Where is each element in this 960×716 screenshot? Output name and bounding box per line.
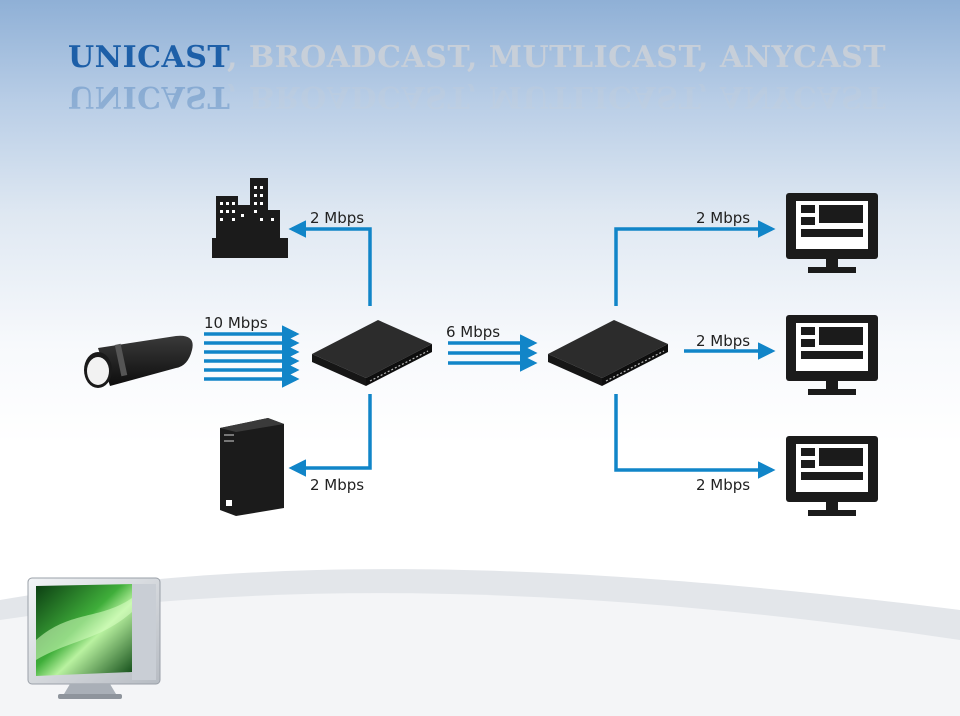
path-to-server bbox=[288, 394, 372, 477]
trunk-rate-label: 6 Mbps bbox=[446, 323, 500, 341]
slide-title: UNICAST, BROADCAST, MUTLICAST, ANYCAST bbox=[68, 40, 886, 75]
connection-lines bbox=[204, 220, 776, 479]
building-rate-label: 2 Mbps bbox=[310, 209, 364, 227]
monitor-icon bbox=[786, 193, 878, 273]
path-to-monitor-1 bbox=[614, 220, 776, 306]
monitor-icon bbox=[786, 436, 878, 516]
switch-icon bbox=[312, 320, 432, 386]
camera-icon bbox=[84, 335, 193, 388]
path-to-monitor-3 bbox=[614, 394, 776, 479]
title-active: UNICAST bbox=[68, 40, 227, 75]
title-rest: , BROADCAST, MUTLICAST, ANYCAST bbox=[226, 40, 887, 75]
monitor-1-rate-label: 2 Mbps bbox=[696, 209, 750, 227]
monitor-icon bbox=[786, 315, 878, 395]
monitor-2-rate-label: 2 Mbps bbox=[696, 332, 750, 350]
source-rate-label: 10 Mbps bbox=[204, 314, 268, 332]
path-to-building bbox=[288, 220, 372, 306]
monitor-3-rate-label: 2 Mbps bbox=[696, 476, 750, 494]
switch-icon bbox=[548, 320, 668, 386]
desktop-monitor-icon bbox=[27, 577, 161, 699]
server-rate-label: 2 Mbps bbox=[310, 476, 364, 494]
building-icon bbox=[212, 178, 288, 258]
bottom-swoosh-light bbox=[0, 593, 960, 716]
server-icon bbox=[220, 418, 284, 516]
